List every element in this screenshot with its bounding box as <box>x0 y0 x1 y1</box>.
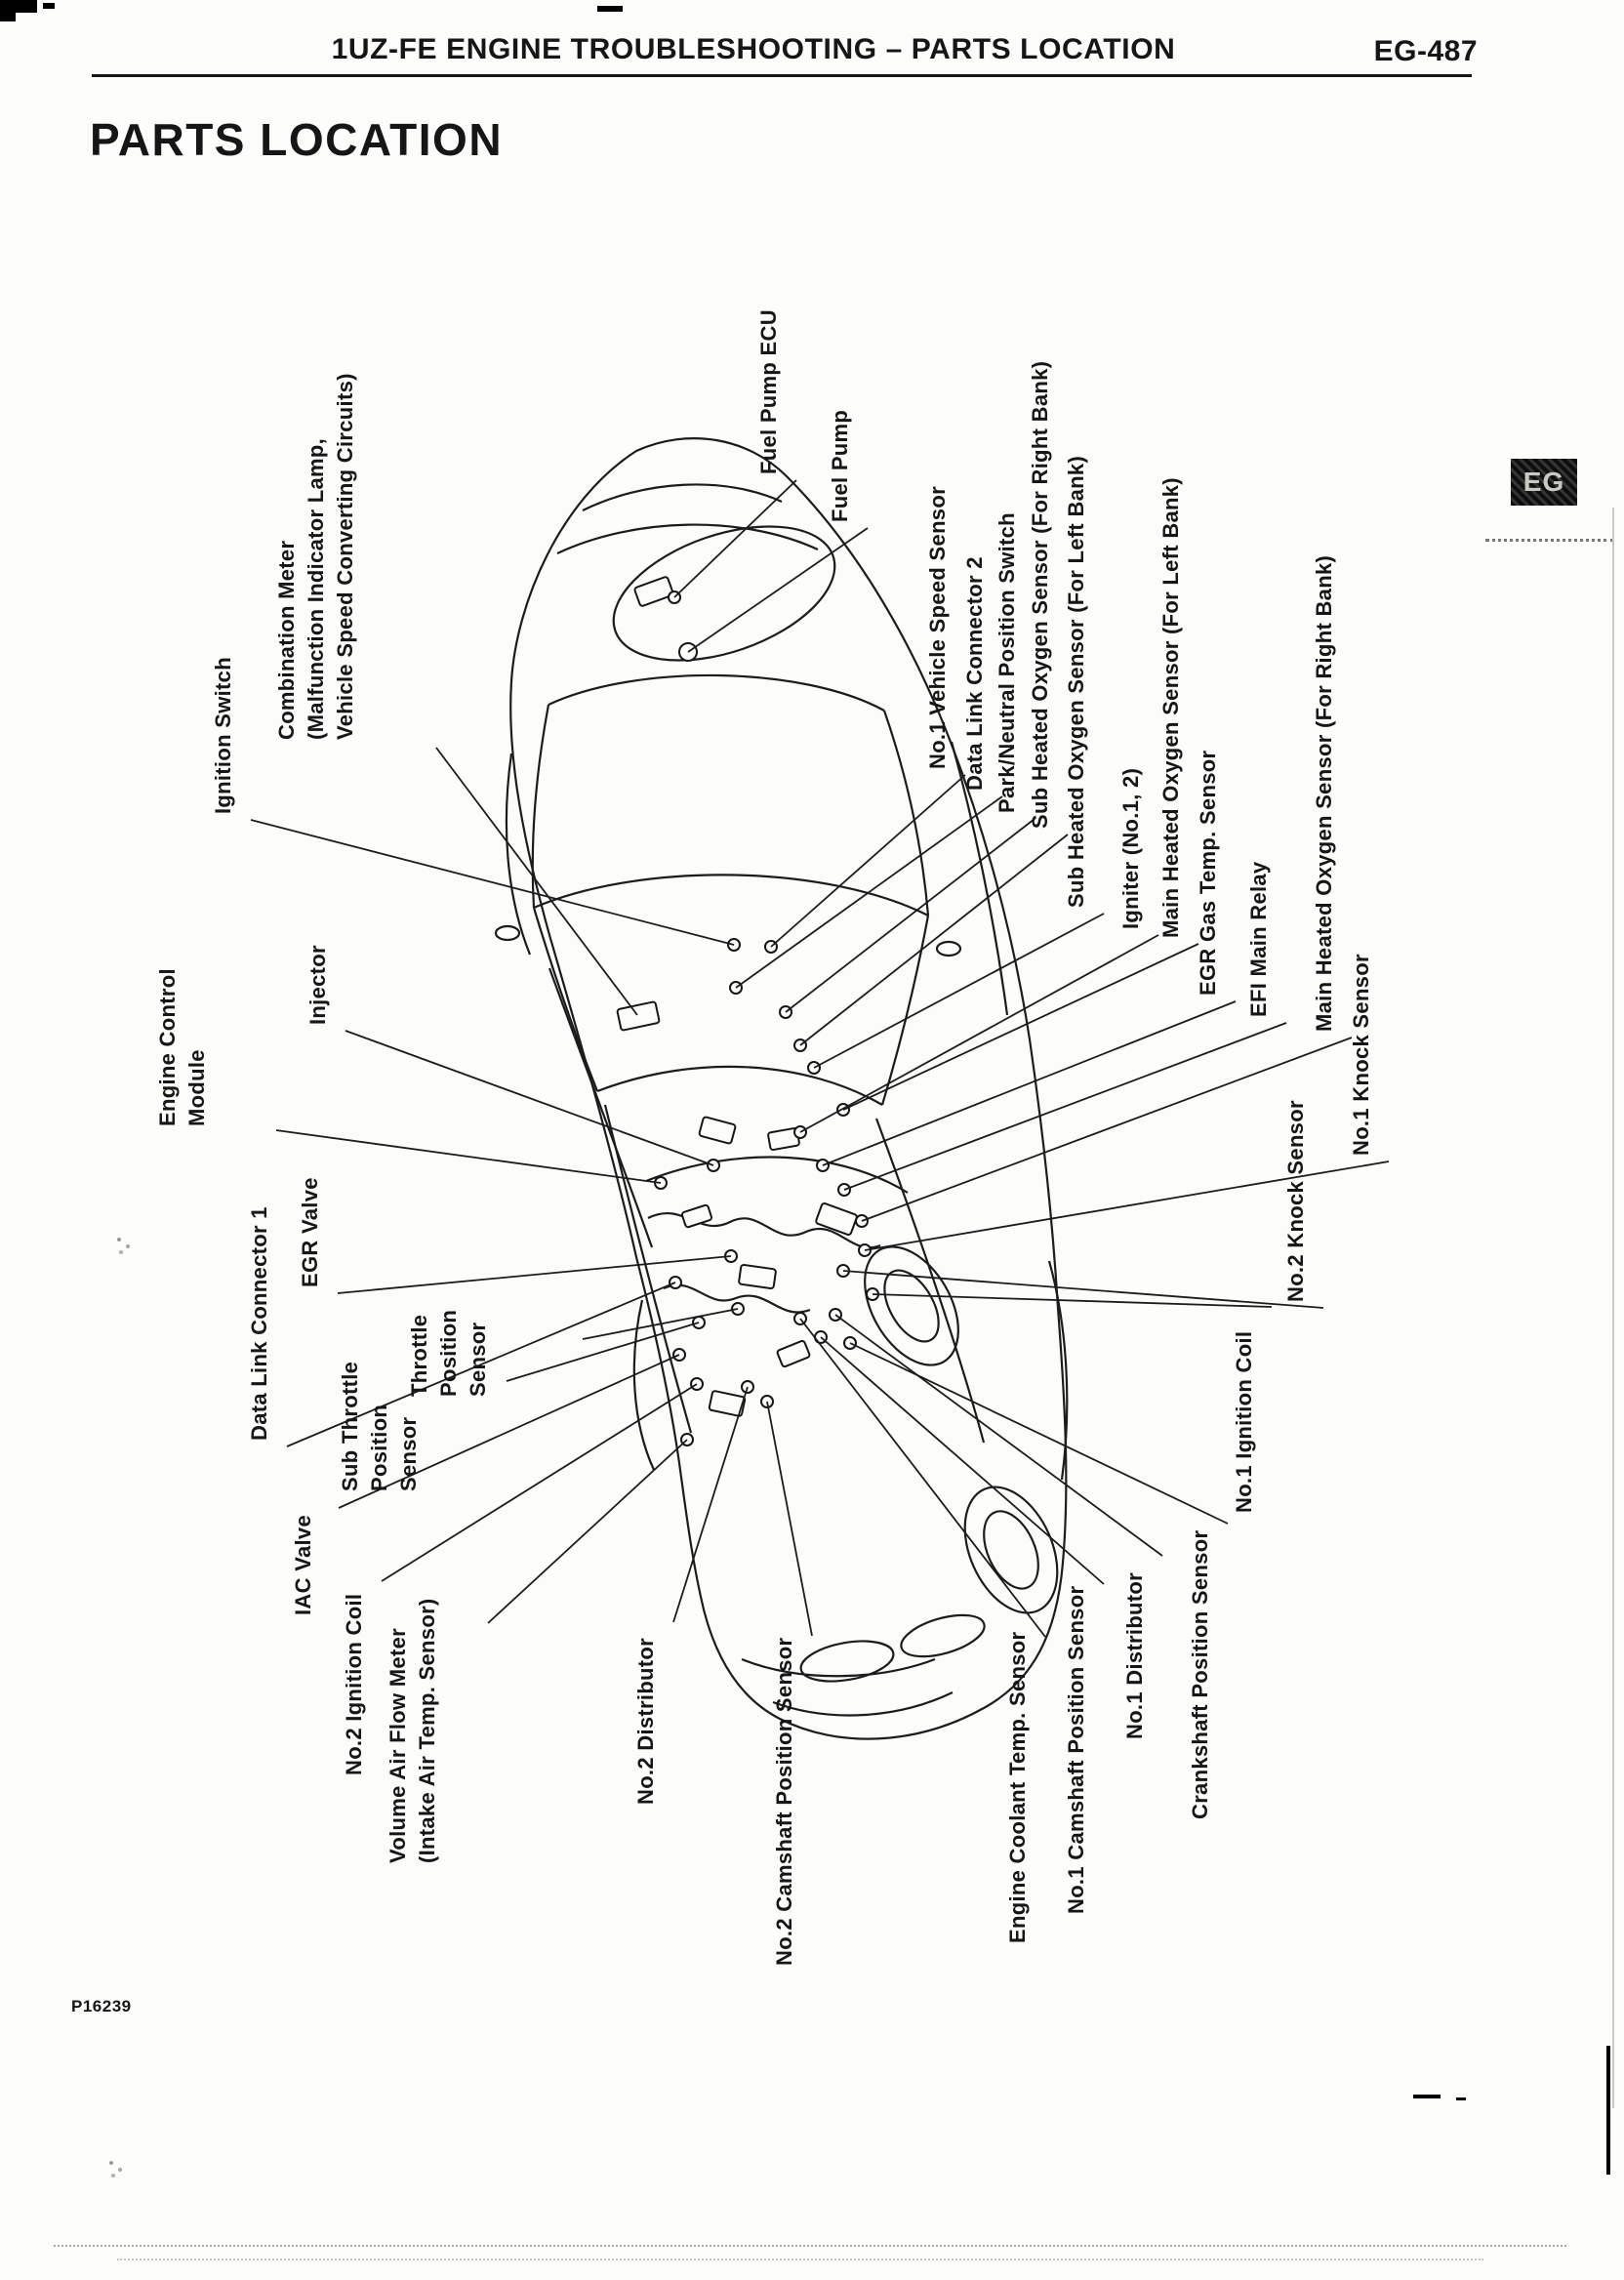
page-number: EG-487 <box>1373 35 1478 67</box>
label-fuel-pump-ecu: Fuel Pump ECU <box>756 309 781 474</box>
scan-artifact <box>597 6 623 12</box>
scan-artifact <box>117 1238 121 1242</box>
scan-artifact <box>43 3 55 9</box>
label-data-link-connector-1: Data Link Connector 1 <box>247 1206 271 1441</box>
callout-lines <box>250 479 1390 1638</box>
scan-artifact <box>1606 2046 1610 2175</box>
car-body-outline <box>494 437 1069 1740</box>
header-rule <box>92 74 1472 77</box>
label-injector: Injector <box>305 945 330 1025</box>
label-no1-distributor: No.1 Distributor <box>1122 1571 1147 1739</box>
label-no2-knock-sensor: No.2 Knock Sensor <box>1283 1100 1308 1302</box>
label-main-heated-oxygen-sensor-left: Main Heated Oxygen Sensor (For Left Bank… <box>1158 477 1183 938</box>
label-efi-main-relay: EFI Main Relay <box>1246 861 1271 1017</box>
label-no1-camshaft-position-sensor: No.1 Camshaft Position Sensor <box>1064 1585 1088 1914</box>
label-no1-knock-sensor: No.1 Knock Sensor <box>1349 954 1373 1156</box>
label-no2-distributor: No.2 Distributor <box>633 1637 658 1805</box>
scan-artifact <box>0 0 37 13</box>
label-sub-heated-oxygen-sensor-right: Sub Heated Oxygen Sensor (For Right Bank… <box>1028 360 1052 829</box>
scan-artifact <box>0 13 16 21</box>
label-no2-ignition-coil: No.2 Ignition Coil <box>342 1593 366 1775</box>
label-iac-valve: IAC Valve <box>291 1515 315 1615</box>
scan-artifact <box>117 2259 1483 2260</box>
label-engine-coolant-temp-sensor: Engine Coolant Temp. Sensor <box>1005 1631 1030 1943</box>
page-header-title: 1UZ-FE ENGINE TROUBLESHOOTING – PARTS LO… <box>331 33 1176 65</box>
label-ignition-switch: Ignition Switch <box>211 657 235 814</box>
scan-artifact <box>109 2161 113 2165</box>
label-engine-control-module: Engine Control Module <box>155 968 209 1126</box>
scan-artifact <box>1413 2095 1441 2098</box>
page-edge-line <box>1612 508 1614 2108</box>
section-title: PARTS LOCATION <box>90 114 504 165</box>
label-fuel-pump: Fuel Pump <box>828 409 852 522</box>
label-egr-gas-temp-sensor: EGR Gas Temp. Sensor <box>1196 750 1220 996</box>
label-data-link-connector-2: Data Link Connector 2 <box>962 556 987 791</box>
scan-artifact <box>54 2245 1566 2247</box>
label-sub-throttle-position-sensor: Sub Throttle Position Sensor <box>338 1361 421 1491</box>
figure-code: P16239 <box>71 1997 132 2015</box>
label-crankshaft-position-sensor: Crankshaft Position Sensor <box>1188 1529 1212 1819</box>
label-no2-camshaft-position-sensor: No.2 Camshaft Position Sensor <box>772 1637 796 1966</box>
eg-edge-tab: EG <box>1511 459 1577 506</box>
label-main-heated-oxygen-sensor-right: Main Heated Oxygen Sensor (For Right Ban… <box>1312 554 1336 1032</box>
label-egr-valve: EGR Valve <box>298 1177 322 1287</box>
label-no1-ignition-coil: No.1 Ignition Coil <box>1232 1330 1256 1513</box>
label-park-neutral-position-switch: Park/Neutral Position Switch <box>995 512 1019 813</box>
label-no1-vehicle-speed-sensor: No.1 Vehicle Speed Sensor <box>925 486 950 769</box>
label-sub-heated-oxygen-sensor-left: Sub Heated Oxygen Sensor (For Left Bank) <box>1064 455 1088 908</box>
scan-artifact <box>1456 2097 1466 2100</box>
label-combination-meter: Combination Meter (Malfunction Indicator… <box>274 373 357 740</box>
component-glyphs <box>616 576 879 1446</box>
scan-artifact <box>1485 539 1614 542</box>
label-igniter: Igniter (No.1, 2) <box>1118 767 1143 929</box>
label-volume-air-flow-meter: Volume Air Flow Meter (Intake Air Temp. … <box>386 1598 439 1863</box>
